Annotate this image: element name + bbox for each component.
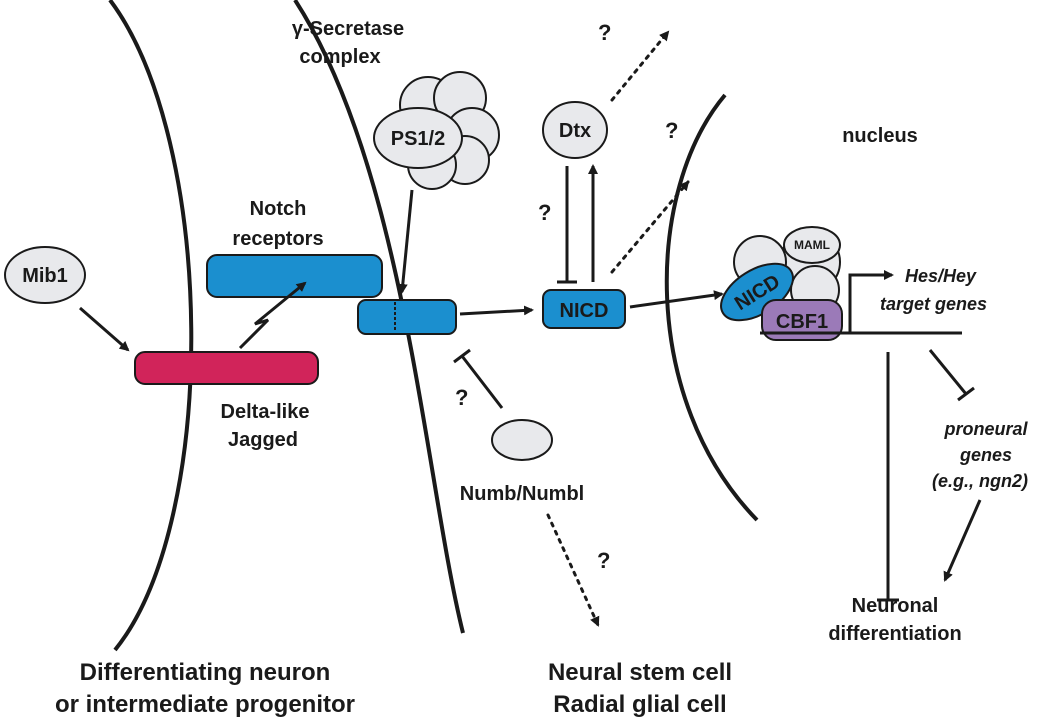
hes-label-line2: target genes — [880, 294, 987, 314]
question-nicd-pathway: ? — [665, 118, 678, 143]
left-cell-caption-line1: Differentiating neuron — [80, 659, 331, 686]
delta-ligand — [134, 351, 319, 385]
ps12-label: PS1/2 — [391, 128, 445, 150]
nicd-label: NICD — [560, 300, 609, 322]
numb-inhibit-bar — [453, 348, 471, 364]
numb-label: Numb/Numbl — [460, 483, 584, 505]
right-cell-caption-line2: Radial glial cell — [553, 691, 726, 718]
nicd-to-nucleus-arrow — [629, 290, 724, 309]
maml-node — [783, 226, 841, 264]
gamma-secretase-title: γ-Secretase — [292, 18, 404, 40]
interaction-bolt — [238, 281, 307, 350]
cbf1-node — [761, 299, 843, 341]
cbf1-label: CBF1 — [776, 311, 828, 333]
nucleus-label: nucleus — [842, 125, 918, 147]
transcription-start-arrow — [848, 270, 894, 332]
left-cell-caption-line2: or intermediate progenitor — [55, 691, 355, 718]
notch-label-line2: receptors — [232, 228, 323, 250]
maml-label: MAML — [794, 238, 830, 252]
question-numb-pathway: ? — [597, 548, 610, 573]
mib1-to-delta-arrow — [79, 306, 130, 352]
question-dtx-pathway: ? — [598, 20, 611, 45]
mib1-node — [4, 246, 86, 304]
delta-label-line2: Jagged — [228, 429, 298, 451]
left-cell-membrane — [108, 0, 194, 652]
numb-inhibits-notch — [460, 355, 504, 409]
hes-inhibit-bar-proneural — [957, 386, 975, 402]
neuronal-label-line1: Neuronal — [852, 595, 939, 617]
ps-to-notch-arrow — [397, 189, 414, 294]
neuronal-label-line2: differentiation — [828, 623, 961, 645]
gamma-secretase-complex — [373, 71, 500, 190]
dtx-node — [542, 101, 608, 159]
numb-unknown-pathway — [546, 513, 600, 627]
nuclear-membrane — [664, 93, 759, 522]
ps12-node — [373, 107, 463, 169]
numb-node — [491, 419, 553, 461]
nicd-unknown-pathway — [610, 180, 690, 274]
notch-label-line1: Notch — [250, 198, 307, 220]
hes-label-line1: Hes/Hey — [905, 266, 977, 286]
proneural-label-line2: genes — [959, 445, 1012, 465]
question-dtx-nicd: ? — [538, 200, 551, 225]
notch-receptor-full — [206, 254, 383, 298]
delta-label-line1: Delta-like — [221, 401, 310, 423]
question-numb-notch: ? — [455, 385, 468, 410]
gamma-secretase-subtitle: complex — [299, 46, 380, 68]
notch-to-nicd-arrow — [459, 305, 534, 316]
proneural-label-line3: (e.g., ngn2) — [932, 471, 1028, 491]
notch-cleaved-fragment — [357, 299, 457, 335]
dtx-unknown-pathway — [610, 30, 670, 102]
right-cell-caption-line1: Neural stem cell — [548, 659, 732, 686]
hes-inhibits-proneural — [928, 349, 968, 395]
nicd-node — [542, 289, 626, 329]
proneural-label-line1: proneural — [943, 419, 1028, 439]
proneural-to-differentiation-arrow — [943, 499, 982, 582]
dtx-label: Dtx — [559, 120, 591, 142]
mib1-label: Mib1 — [22, 265, 68, 287]
